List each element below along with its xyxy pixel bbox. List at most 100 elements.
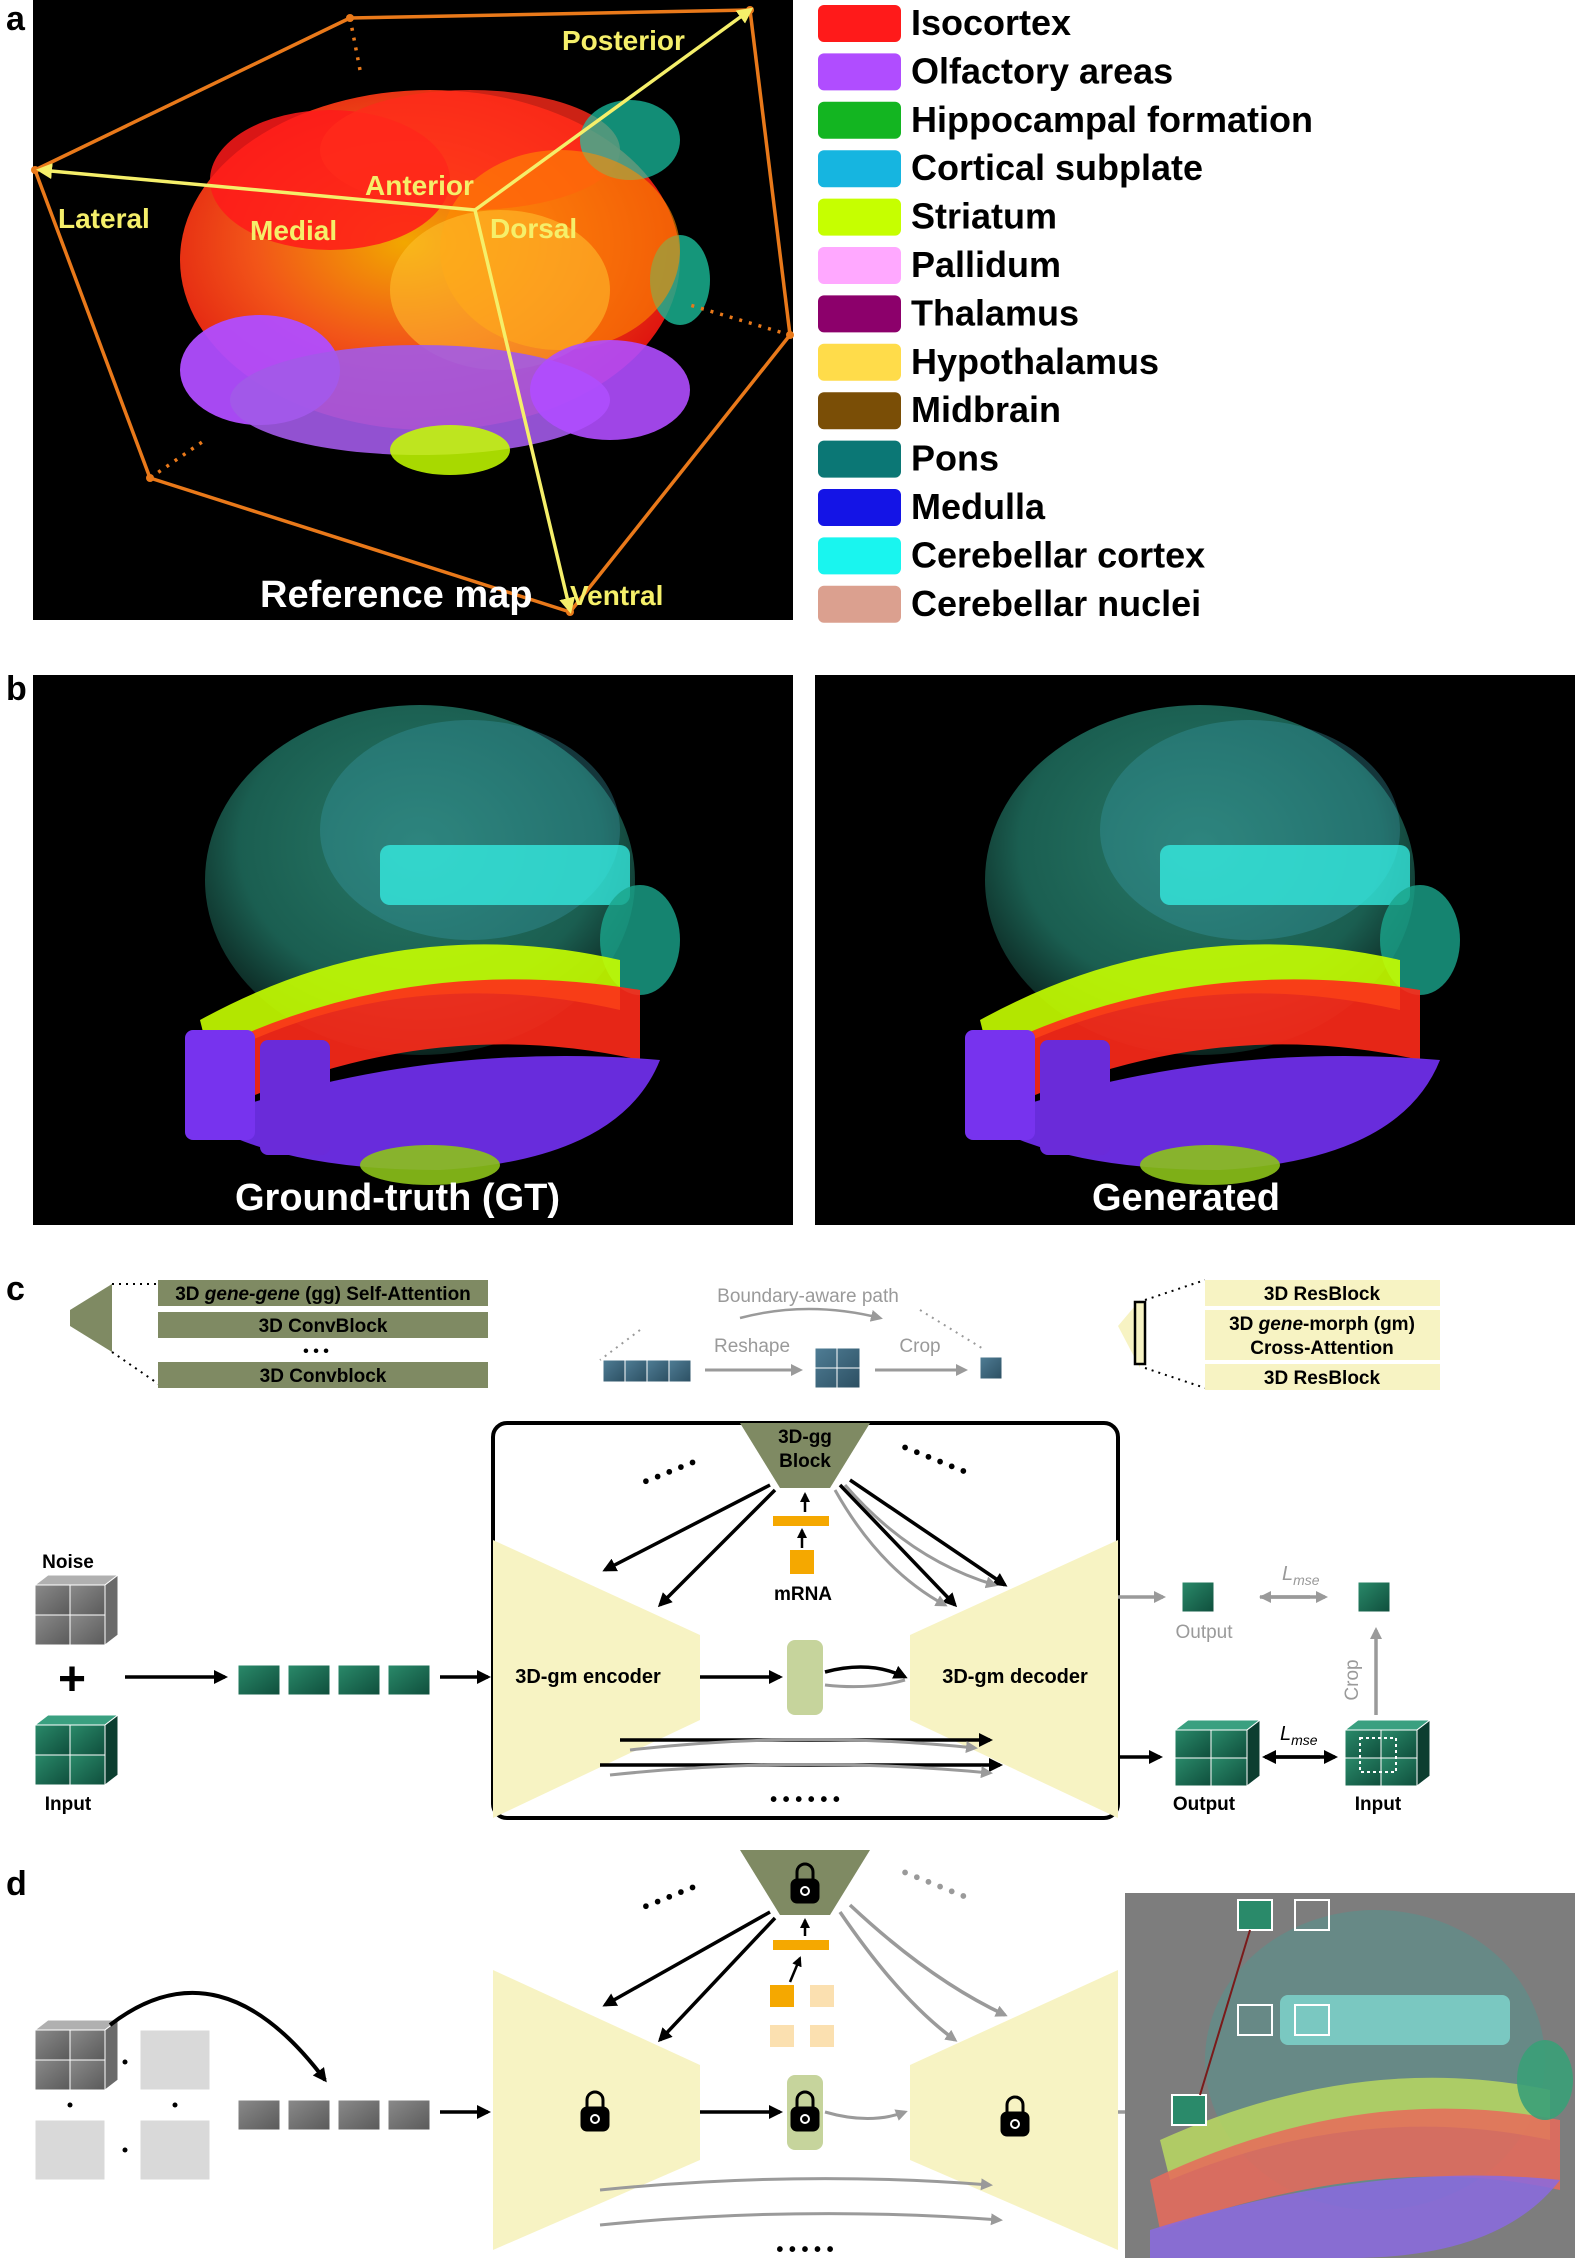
lock-icon — [790, 1862, 820, 1904]
output-cube-top — [1181, 1581, 1215, 1613]
encoder-dots-d: • • • • • — [639, 1876, 700, 1918]
legend-swatch — [818, 5, 901, 42]
input-label-left: Input — [45, 1794, 92, 1815]
boundary-path-label: Boundary-aware path — [717, 1286, 899, 1307]
legend-label: Cerebellar nuclei — [911, 583, 1201, 624]
gg-row-convblock-last: 3D Convblock — [260, 1366, 387, 1387]
legend-swatch — [818, 343, 901, 381]
legend-label: Pallidum — [911, 244, 1061, 285]
encoder-label: 3D-gm encoder — [515, 1666, 661, 1688]
legend-label: Isocortex — [911, 2, 1071, 43]
noise-input-group: Noise + Input — [33, 1552, 120, 1815]
noise-label: Noise — [42, 1552, 94, 1573]
legend-swatch — [818, 101, 901, 139]
legend-label: Striatum — [911, 196, 1057, 237]
gt-brain-render — [185, 705, 680, 1185]
panel-a-reference-map: Posterior Anterior Lateral Medial Dorsal… — [31, 0, 794, 620]
lock-icon — [580, 2090, 610, 2132]
legend-swatch — [818, 150, 901, 188]
legend-swatch — [818, 440, 901, 478]
legend-swatch — [818, 295, 901, 333]
plus-sign: + — [58, 1653, 86, 1706]
cropped-cube — [979, 1356, 1003, 1380]
panel-letter-d: d — [6, 1865, 27, 1903]
decoder-dots-d: • • • • • • — [898, 1861, 971, 1908]
main-output-bottom: Output Lmse Input — [1118, 1718, 1432, 1815]
gt-caption: Ground-truth (GT) — [235, 1177, 560, 1219]
legend-label: Hypothalamus — [911, 341, 1159, 382]
legend-label: Cerebellar cortex — [911, 534, 1205, 575]
reshape-input-cubes — [602, 1359, 692, 1383]
mrna-embedding-d — [770, 1918, 834, 2047]
reference-brain-render — [180, 90, 710, 475]
bottleneck — [787, 1640, 823, 1715]
legend-label: Medulla — [911, 486, 1046, 527]
axis-label-ventral: Ventral — [570, 580, 663, 611]
axis-label-anterior: Anterior — [365, 170, 474, 201]
gg-row-dots: • • • — [303, 1343, 329, 1360]
legend-label: Midbrain — [911, 389, 1061, 430]
legend-swatch — [818, 537, 901, 575]
decoder-label: 3D-gm decoder — [942, 1666, 1088, 1688]
output-label-bottom: Output — [1173, 1794, 1236, 1815]
tiled-input-cubes — [33, 2018, 211, 2181]
mrna-embedding — [773, 1492, 829, 1574]
orientation-box — [33, 8, 792, 614]
lmse-bottom: Lmse — [1280, 1723, 1318, 1748]
cropped-target-cube — [1357, 1581, 1391, 1613]
axis-label-posterior: Posterior — [562, 25, 685, 56]
panel-b-generated: Generated — [815, 675, 1575, 1225]
legend-swatch — [818, 392, 901, 430]
legend-label: Hippocampal formation — [911, 99, 1313, 140]
gg-node-label-1: 3D-gg — [778, 1427, 832, 1448]
assembled-volume — [1125, 1893, 1575, 2258]
lock-icon — [790, 2090, 820, 2132]
panel-d-inference: • • • • • • • • • • • • • • • • — [33, 1850, 1575, 2258]
input-label-right: Input — [1355, 1794, 1402, 1815]
boundary-output-top: Output Lmse — [1118, 1563, 1391, 1643]
patch-sequence-d — [237, 2099, 431, 2131]
lmse-top: Lmse — [1282, 1563, 1320, 1588]
skip-dots-d: • • • • • — [776, 2239, 833, 2258]
panel-b-ground-truth: Ground-truth (GT) — [33, 675, 793, 1225]
panel-letter-a: a — [6, 0, 26, 38]
patch-sequence — [237, 1664, 431, 1696]
output-label-top: Output — [1175, 1622, 1233, 1643]
legend-label: Olfactory areas — [911, 50, 1173, 91]
input-cube-left — [33, 1713, 120, 1787]
panel-letter-c: c — [6, 1270, 25, 1308]
generated-brain-render — [965, 705, 1460, 1185]
reshape-label: Reshape — [714, 1336, 790, 1357]
reshape-output-cube — [814, 1347, 861, 1389]
axis-label-dorsal: Dorsal — [490, 213, 577, 244]
legend-label: Cortical subplate — [911, 147, 1203, 188]
lock-icon — [1000, 2095, 1030, 2137]
gg-block-definition: 3D gene-gene (gg) Self-Attention 3D Conv… — [70, 1280, 488, 1388]
gm-unet-box: 3D-gg Block 3D-gm encoder 3D-gm decoder … — [491, 1421, 1120, 1820]
gg-row-convblock: 3D ConvBlock — [259, 1316, 388, 1337]
boundary-aware-path: Boundary-aware path Reshape Crop — [599, 1286, 1003, 1389]
legend-label: Thalamus — [911, 292, 1079, 333]
legend-swatch — [818, 198, 901, 236]
input-cube-right — [1343, 1718, 1432, 1788]
crop-label: Crop — [899, 1336, 940, 1357]
orientation-axes — [36, 7, 754, 614]
skip-dots: • • • • • • — [770, 1789, 840, 1811]
gm-block-definition: 3D ResBlock 3D gene-morph (gm) Cross-Att… — [1118, 1279, 1440, 1390]
panel-letter-b: b — [6, 670, 27, 708]
output-cube-bottom — [1173, 1718, 1262, 1788]
gm-row-resblock: 3D ResBlock — [1264, 1284, 1381, 1305]
generated-caption: Generated — [1092, 1177, 1280, 1219]
crop-vertical-label: Crop — [1342, 1659, 1363, 1700]
gm-row-cross-attention-1: 3D gene-morph (gm) — [1229, 1314, 1415, 1335]
legend-swatch — [818, 585, 901, 623]
axis-label-lateral: Lateral — [58, 203, 150, 234]
legend-swatch — [818, 53, 901, 91]
legend-label: Pons — [911, 438, 999, 479]
gm-row-cross-attention-2: Cross-Attention — [1250, 1338, 1394, 1359]
axis-label-medial: Medial — [250, 215, 337, 246]
gm-row-resblock-last: 3D ResBlock — [1264, 1368, 1381, 1389]
gg-node-label-2: Block — [779, 1451, 831, 1472]
